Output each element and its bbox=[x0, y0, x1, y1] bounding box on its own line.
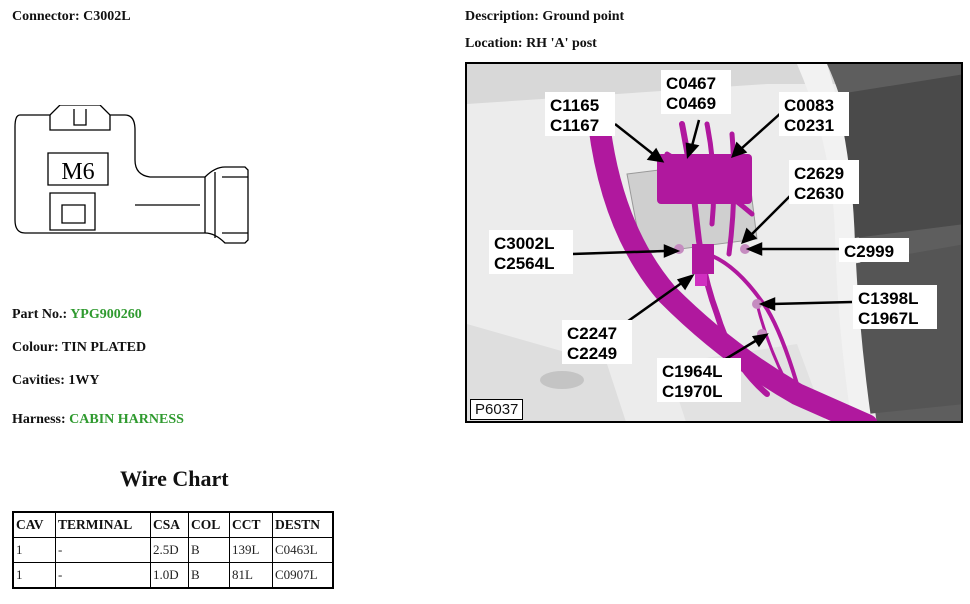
col-cav: CAV bbox=[12, 511, 56, 538]
cell-destn: C0907L bbox=[272, 562, 334, 589]
cell-cav: 1 bbox=[12, 537, 56, 563]
harness-label: Harness: bbox=[12, 412, 66, 427]
cavities-value: 1WY bbox=[68, 373, 100, 388]
table-row: 1 - 1.0D B 81L C0907L bbox=[12, 562, 334, 589]
cell-col: B bbox=[188, 562, 230, 589]
colour-field: Colour: TIN PLATED bbox=[12, 340, 146, 356]
callout-c1398l: C1398L bbox=[858, 289, 918, 308]
part-label: Part No.: bbox=[12, 307, 68, 322]
callout-c2247: C2247 bbox=[567, 324, 617, 343]
callout-c1165: C1165 bbox=[550, 96, 599, 115]
wire-chart-title: Wire Chart bbox=[120, 466, 229, 491]
part-number-link[interactable]: YPG900260 bbox=[70, 307, 142, 322]
table-row: 1 - 2.5D B 139L C0463L bbox=[12, 537, 334, 563]
callout-c1970l: C1970L bbox=[662, 382, 722, 401]
cell-cav: 1 bbox=[12, 562, 56, 589]
location-photo: C0467 C0469 C1165 C1167 C0083 C0231 C262… bbox=[465, 62, 963, 423]
callout-c0231: C0231 bbox=[784, 116, 834, 135]
callout-c2249: C2249 bbox=[567, 344, 617, 363]
callout-c1167: C1167 bbox=[550, 116, 599, 135]
table-header-row: CAV TERMINAL CSA COL CCT DESTN bbox=[12, 511, 334, 538]
col-col: COL bbox=[188, 511, 230, 538]
m6-text: M6 bbox=[61, 159, 94, 185]
harness-field: Harness: CABIN HARNESS bbox=[12, 412, 184, 428]
location-field: Location: RH 'A' post bbox=[465, 36, 597, 52]
harness-link[interactable]: CABIN HARNESS bbox=[69, 412, 184, 427]
callout-c0467: C0467 bbox=[666, 74, 716, 93]
connector-label: Connector: bbox=[12, 9, 80, 24]
connector-block bbox=[657, 154, 752, 204]
photo-reference-label: P6037 bbox=[470, 399, 524, 420]
photo-illustration: C0467 C0469 C1165 C1167 C0083 C0231 C262… bbox=[467, 64, 961, 421]
cell-terminal: - bbox=[55, 562, 151, 589]
callout-c2564l: C2564L bbox=[494, 254, 554, 273]
callout-c0469: C0469 bbox=[666, 94, 716, 113]
location-label: Location: bbox=[465, 36, 523, 51]
cell-cct: 81L bbox=[229, 562, 273, 589]
connector-field: Connector: C3002L bbox=[12, 9, 131, 25]
part-field: Part No.: YPG900260 bbox=[12, 307, 142, 323]
cell-csa: 1.0D bbox=[150, 562, 189, 589]
callout-labels: C0467 C0469 C1165 C1167 C0083 C0231 C262… bbox=[489, 70, 937, 402]
cell-destn: C0463L bbox=[272, 537, 334, 563]
description-value: Ground point bbox=[542, 9, 625, 24]
cell-cct: 139L bbox=[229, 537, 273, 563]
connector-drawing: M6 bbox=[14, 105, 249, 244]
cell-col: B bbox=[188, 537, 230, 563]
cavities-field: Cavities: 1WY bbox=[12, 373, 100, 389]
col-csa: CSA bbox=[150, 511, 189, 538]
description-label: Description: bbox=[465, 9, 539, 24]
callout-c0083: C0083 bbox=[784, 96, 834, 115]
callout-c2629: C2629 bbox=[794, 164, 844, 183]
cell-terminal: - bbox=[55, 537, 151, 563]
cell-csa: 2.5D bbox=[150, 537, 189, 563]
col-cct: CCT bbox=[229, 511, 273, 538]
wire-chart-table: CAV TERMINAL CSA COL CCT DESTN 1 - 2.5D … bbox=[12, 511, 334, 589]
cavities-label: Cavities: bbox=[12, 373, 65, 388]
col-terminal: TERMINAL bbox=[55, 511, 151, 538]
description-field: Description: Ground point bbox=[465, 9, 624, 25]
colour-value: TIN PLATED bbox=[61, 340, 147, 355]
colour-label: Colour: bbox=[12, 340, 59, 355]
callout-c1967l: C1967L bbox=[858, 309, 918, 328]
location-value: RH 'A' post bbox=[526, 36, 597, 51]
col-destn: DESTN bbox=[272, 511, 334, 538]
connector-value: C3002L bbox=[83, 9, 131, 24]
callout-c2630: C2630 bbox=[794, 184, 844, 203]
callout-c2999: C2999 bbox=[844, 242, 894, 261]
callout-c1964l: C1964L bbox=[662, 362, 722, 381]
callout-c3002l: C3002L bbox=[494, 234, 554, 253]
